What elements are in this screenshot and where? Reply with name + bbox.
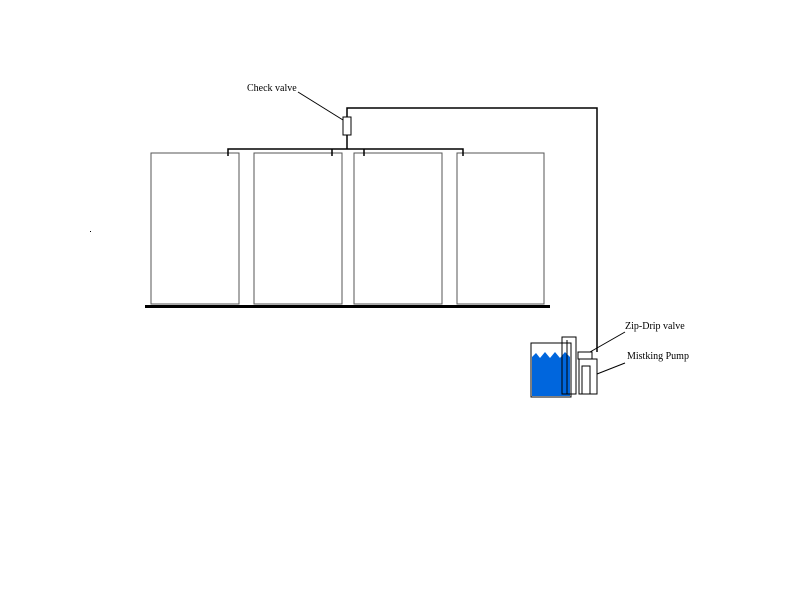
mistking-pump-label: Mistking Pump [627, 351, 689, 362]
zip-drip-valve-label: Zip-Drip valve [625, 321, 685, 332]
terrarium-2 [253, 152, 343, 305]
water-reservoir [530, 342, 572, 398]
terrarium-4 [456, 152, 545, 305]
zip-drip-leader [589, 331, 626, 353]
mist-tubing [227, 107, 598, 352]
main-line-tube [346, 107, 598, 352]
terrarium-1 [150, 152, 240, 305]
terrarium-group [150, 152, 545, 305]
pump-inner [581, 365, 591, 395]
manifold-tube [227, 148, 464, 156]
shelf-line [145, 305, 550, 308]
terrarium-3 [353, 152, 443, 305]
check-valve-label: Check valve [247, 83, 297, 94]
check-valve-leader [297, 91, 344, 121]
zip-drip-valve-icon [577, 351, 593, 360]
pump-leader [596, 362, 626, 375]
stray-dot [90, 231, 91, 232]
check-valve-icon [342, 116, 352, 136]
intake-tube [561, 336, 577, 395]
water-fill [532, 352, 570, 396]
